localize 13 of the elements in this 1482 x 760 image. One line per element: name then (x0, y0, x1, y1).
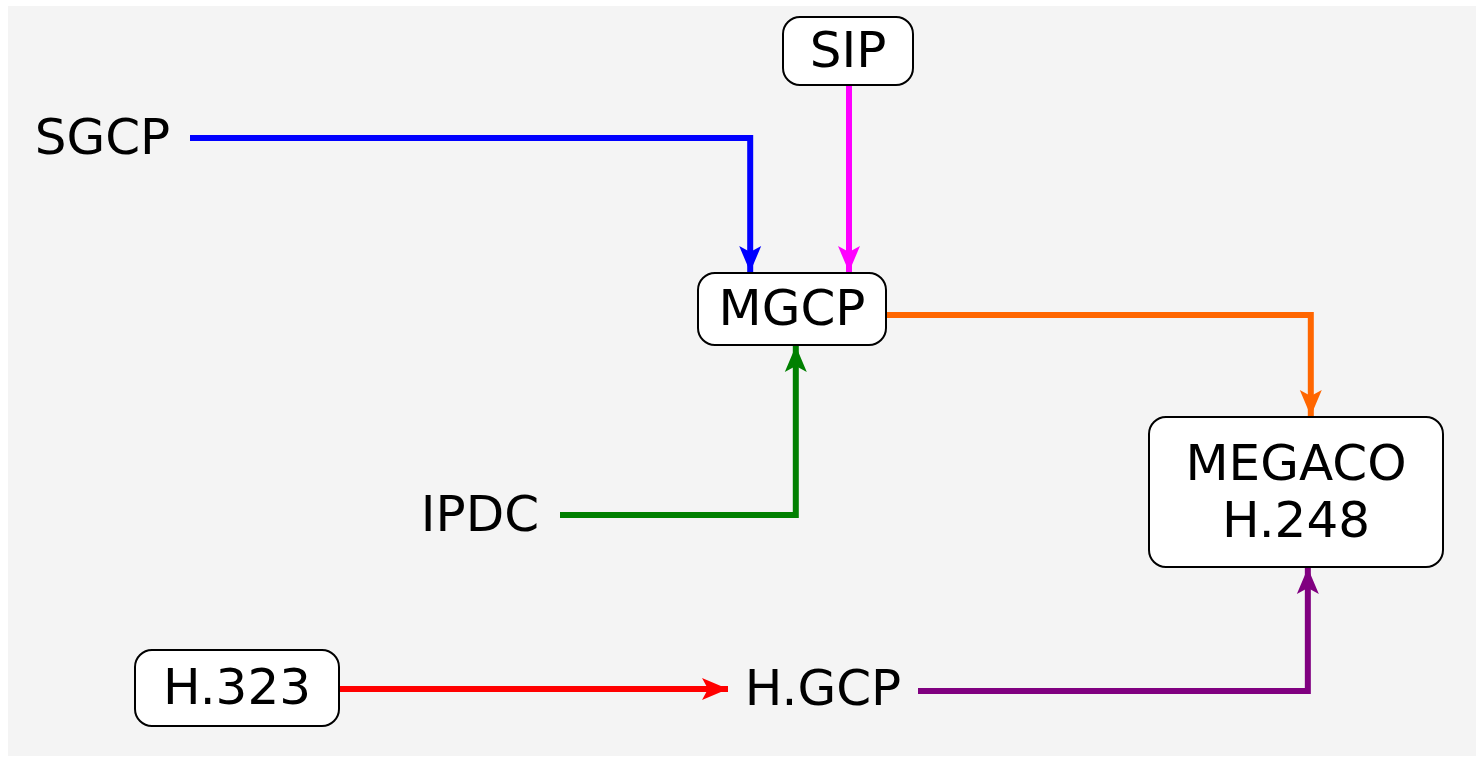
arrow (340, 678, 728, 700)
protocol-label: H.GCP (728, 656, 918, 722)
protocol-label: IPDC (400, 482, 560, 548)
protocol-box: SIP (782, 16, 914, 86)
protocol-box: H.323 (134, 649, 340, 727)
protocol-label: SGCP (15, 105, 190, 171)
arrow (838, 86, 860, 272)
arrow (887, 311, 1322, 416)
arrow (190, 135, 762, 272)
arrow (560, 346, 807, 518)
protocol-box: MGCP (697, 272, 887, 346)
arrow (918, 568, 1319, 694)
protocol-box: MEGACO H.248 (1148, 416, 1444, 568)
